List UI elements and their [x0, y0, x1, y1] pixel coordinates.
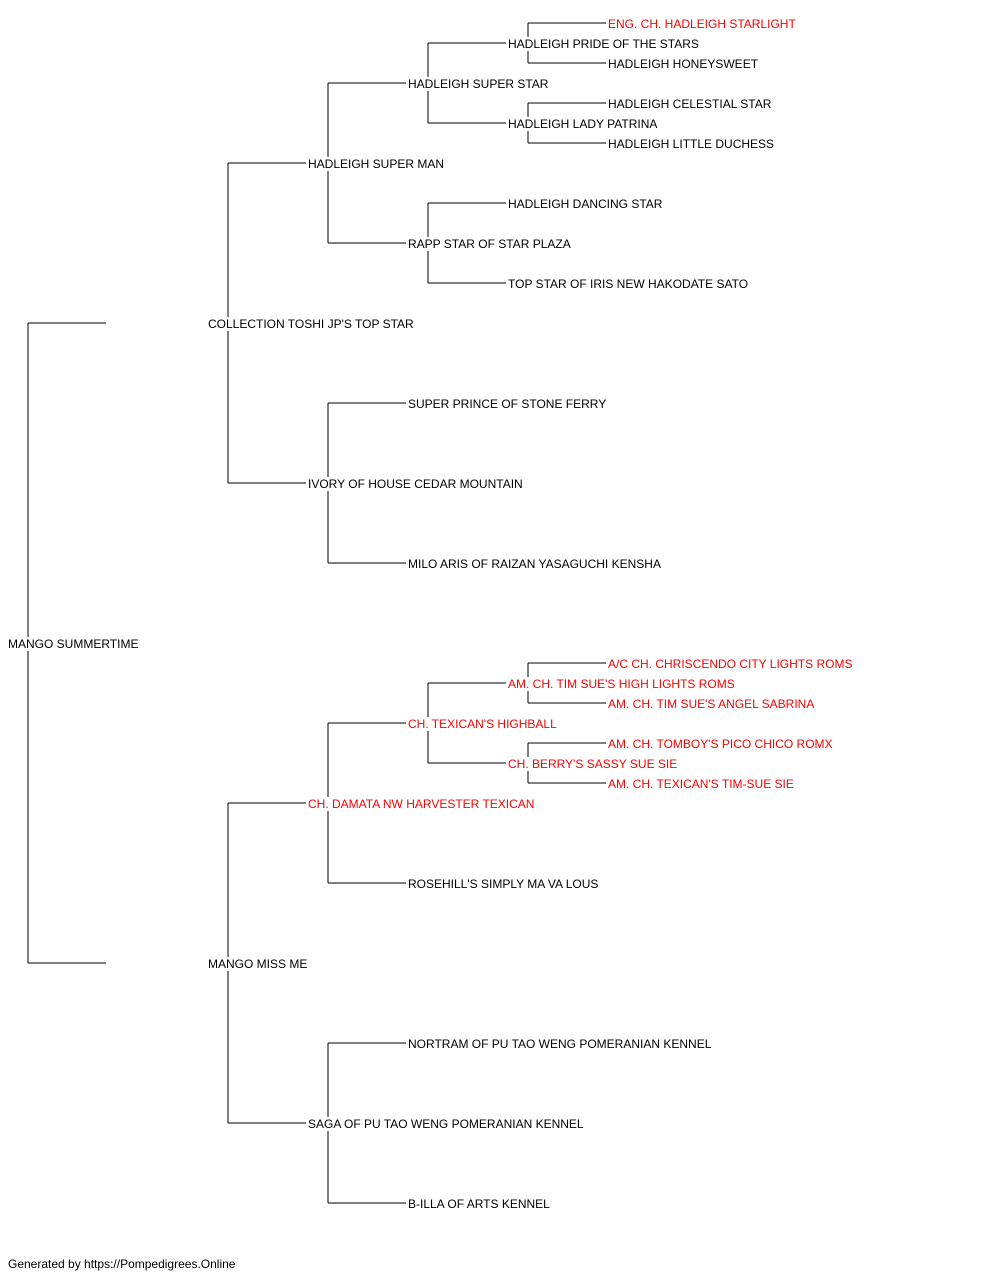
- dog-sire-sire-sire-sire: HADLEIGH PRIDE OF THE STARS: [508, 37, 701, 51]
- dog-sire-dam-sire: SUPER PRINCE OF STONE FERRY: [408, 397, 609, 411]
- dog-dam-sire-sire-dam-sire: AM. CH. TOMBOY'S PICO CHICO ROMX: [608, 737, 835, 751]
- dog-sire-sire-sire-dam: HADLEIGH LADY PATRINA: [508, 117, 660, 131]
- dog-sire-sire-sire-sire-dam: HADLEIGH HONEYSWEET: [608, 57, 761, 71]
- dog-dam: MANGO MISS ME: [208, 957, 310, 971]
- dog-sire-sire-sire-dam-dam: HADLEIGH LITTLE DUCHESS: [608, 137, 777, 151]
- dog-sire-sire-dam-dam: TOP STAR OF IRIS NEW HAKODATE SATO: [508, 277, 751, 291]
- dog-dam-sire: CH. DAMATA NW HARVESTER TEXICAN: [308, 797, 537, 811]
- dog-subject: MANGO SUMMERTIME: [8, 637, 141, 651]
- dog-sire-sire-sire: HADLEIGH SUPER STAR: [408, 77, 551, 91]
- dog-sire-sire-sire-dam-sire: HADLEIGH CELESTIAL STAR: [608, 97, 774, 111]
- dog-dam-sire-sire-sire-sire: A/C CH. CHRISCENDO CITY LIGHTS ROMS: [608, 657, 855, 671]
- dog-dam-sire-sire-dam: CH. BERRY'S SASSY SUE SIE: [508, 757, 680, 771]
- dog-sire-dam: IVORY OF HOUSE CEDAR MOUNTAIN: [308, 477, 525, 491]
- dog-sire-sire-dam: RAPP STAR OF STAR PLAZA: [408, 237, 573, 251]
- dog-dam-sire-sire: CH. TEXICAN'S HIGHBALL: [408, 717, 559, 731]
- dog-dam-dam-sire: NORTRAM OF PU TAO WENG POMERANIAN KENNEL: [408, 1037, 714, 1051]
- dog-sire: COLLECTION TOSHI JP'S TOP STAR: [208, 317, 416, 331]
- dog-dam-sire-sire-sire: AM. CH. TIM SUE'S HIGH LIGHTS ROMS: [508, 677, 737, 691]
- dog-dam-sire-dam: ROSEHILL'S SIMPLY MA VA LOUS: [408, 877, 601, 891]
- dog-sire-sire-sire-sire-sire: ENG. CH. HADLEIGH STARLIGHT: [608, 17, 798, 31]
- dog-sire-sire: HADLEIGH SUPER MAN: [308, 157, 447, 171]
- dog-sire-sire-dam-sire: HADLEIGH DANCING STAR: [508, 197, 665, 211]
- dog-dam-sire-sire-dam-dam: AM. CH. TEXICAN'S TIM-SUE SIE: [608, 777, 796, 791]
- generated-by-footer: Generated by https://Pompedigrees.Online: [8, 1257, 236, 1271]
- dog-dam-dam-dam: B-ILLA OF ARTS KENNEL: [408, 1197, 552, 1211]
- dog-dam-dam: SAGA OF PU TAO WENG POMERANIAN KENNEL: [308, 1117, 586, 1131]
- dog-sire-dam-dam: MILO ARIS OF RAIZAN YASAGUCHI KENSHA: [408, 557, 663, 571]
- dog-dam-sire-sire-sire-dam: AM. CH. TIM SUE'S ANGEL SABRINA: [608, 697, 817, 711]
